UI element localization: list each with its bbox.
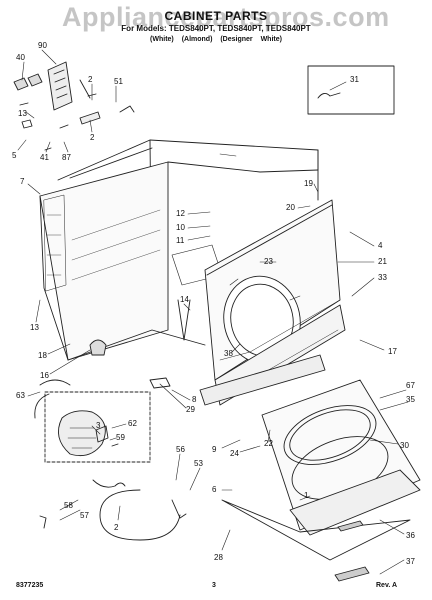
callout: 6: [212, 485, 217, 494]
leg-part-16: [89, 339, 107, 356]
callout: 63: [16, 391, 25, 400]
callout: 59: [116, 433, 125, 442]
callout: 20: [286, 203, 295, 212]
callout: 51: [114, 77, 123, 86]
callout: 2: [88, 75, 93, 84]
callout: 36: [406, 531, 415, 540]
callout: 12: [176, 209, 185, 218]
callout: 62: [128, 419, 137, 428]
color-list: (White) (Almond) (Designer White): [150, 36, 282, 43]
callout: 2: [90, 133, 95, 142]
callout: 21: [378, 257, 387, 266]
callout: 67: [406, 381, 415, 390]
harness-part-56: [92, 479, 126, 488]
callout: 10: [176, 223, 185, 232]
clip-part-63: [39, 379, 71, 386]
callout: 9: [212, 445, 217, 454]
callout: 8: [192, 395, 197, 404]
callout: 56: [176, 445, 185, 454]
callout: 31: [350, 75, 359, 84]
screw-part-58: [39, 515, 47, 529]
callout: 90: [38, 41, 47, 50]
wire-part-63: [34, 393, 50, 419]
callout: 1: [304, 491, 309, 500]
callout: 14: [180, 295, 189, 304]
callout: 33: [378, 273, 387, 282]
callout: 57: [80, 511, 89, 520]
callout: 35: [406, 395, 415, 404]
callout: 3: [96, 421, 101, 430]
bracket-part-8: [149, 377, 171, 389]
callout: 87: [62, 153, 71, 162]
model-list: For Models: TEDS840PT, TEDS840PT, TEDS84…: [121, 24, 311, 33]
callout: 5: [12, 151, 17, 160]
drive-belt: [99, 489, 181, 541]
inset-box-part-31: [307, 65, 395, 115]
callout: 38: [224, 349, 233, 358]
callout: 11: [176, 236, 185, 245]
callout: 13: [18, 109, 27, 118]
leader-lines: [17, 49, 409, 575]
callout: 28: [214, 553, 223, 562]
callout: 4: [378, 241, 383, 250]
callout: 41: [40, 153, 49, 162]
part-number: 8377235: [16, 582, 44, 589]
callout-labels: 40 90 2 51 13 5 41 87 2 7 12 10 11 19 20…: [12, 41, 415, 566]
page-number: 3: [212, 582, 216, 589]
callout: 40: [16, 53, 25, 62]
inset-part-31-wire: [317, 92, 341, 99]
page-title: CABINET PARTS: [164, 9, 268, 23]
callout: 29: [186, 405, 195, 414]
motor-assembly: [57, 410, 119, 457]
idler-part-53: [171, 499, 187, 519]
callout: 19: [304, 179, 313, 188]
callout: 37: [406, 557, 415, 566]
callout: 16: [40, 371, 49, 380]
callout: 53: [194, 459, 203, 468]
top-panel-assembly: [221, 379, 421, 582]
callout: 23: [264, 257, 273, 266]
callout: 58: [64, 501, 73, 510]
callout: 2: [114, 523, 119, 532]
callout: 13: [30, 323, 39, 332]
control-bracket-assembly: [13, 61, 135, 151]
callout: 7: [20, 177, 25, 186]
callout: 18: [38, 351, 47, 360]
callout: 24: [230, 449, 239, 458]
callout: 17: [388, 347, 397, 356]
motor-inset-box: [44, 391, 151, 463]
watermark: Appliancepartspros.com: [62, 2, 390, 32]
front-bracket-strip: [199, 354, 326, 406]
revision-label: Rev. A: [376, 582, 398, 589]
callout: 30: [400, 441, 409, 450]
callout: 22: [264, 439, 273, 448]
